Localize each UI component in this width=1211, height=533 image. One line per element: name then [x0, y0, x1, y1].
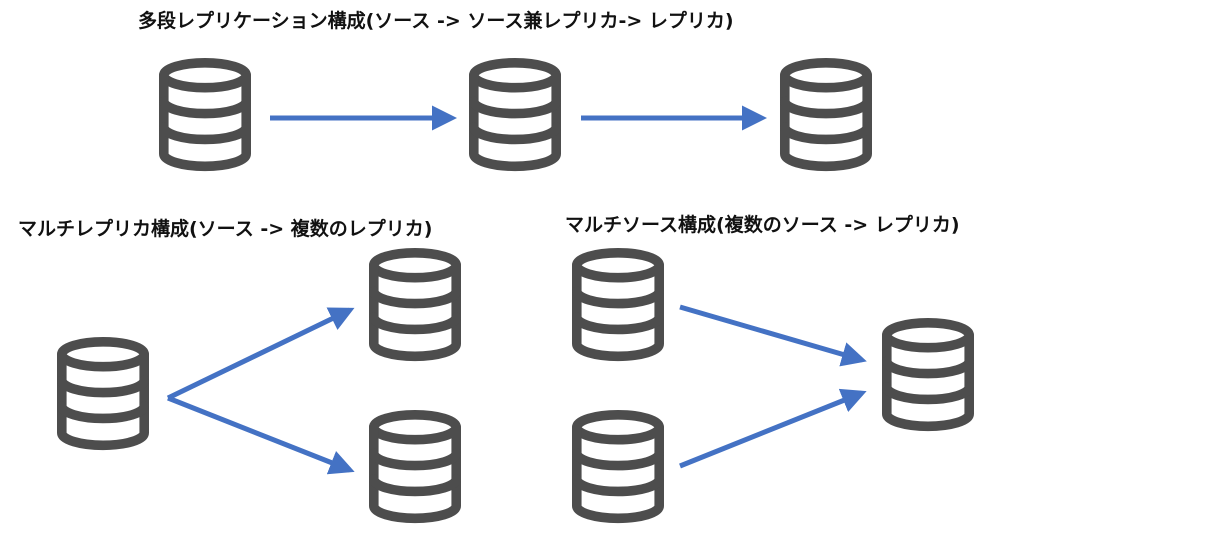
- source-database-icon: [164, 63, 246, 166]
- arrow-icon: [679, 304, 867, 367]
- replica-database-icon: [374, 253, 456, 356]
- source-database-icon: [577, 253, 659, 356]
- multi-source-group: [577, 253, 969, 518]
- source-database-icon: [577, 415, 659, 519]
- arrow-icon: [167, 395, 355, 475]
- replica-database-icon: [374, 415, 456, 519]
- multi-source-title: マルチソース構成(複数のソース -> レプリカ): [565, 214, 960, 236]
- replica-database-icon: [785, 63, 867, 166]
- cascade-replication-title: 多段レプリケーション構成(ソース -> ソース兼レプリカ-> レプリカ): [138, 10, 734, 32]
- replica-database-icon: [887, 323, 969, 427]
- arrow-icon: [679, 388, 867, 469]
- source-replica-database-icon: [474, 63, 556, 166]
- cascade-group: [164, 63, 867, 167]
- multi-replica-title: マルチレプリカ構成(ソース -> 複数のレプリカ): [18, 218, 433, 240]
- arrow-icon: [166, 307, 355, 401]
- source-database-icon: [62, 342, 144, 446]
- multi-replica-group: [62, 253, 456, 518]
